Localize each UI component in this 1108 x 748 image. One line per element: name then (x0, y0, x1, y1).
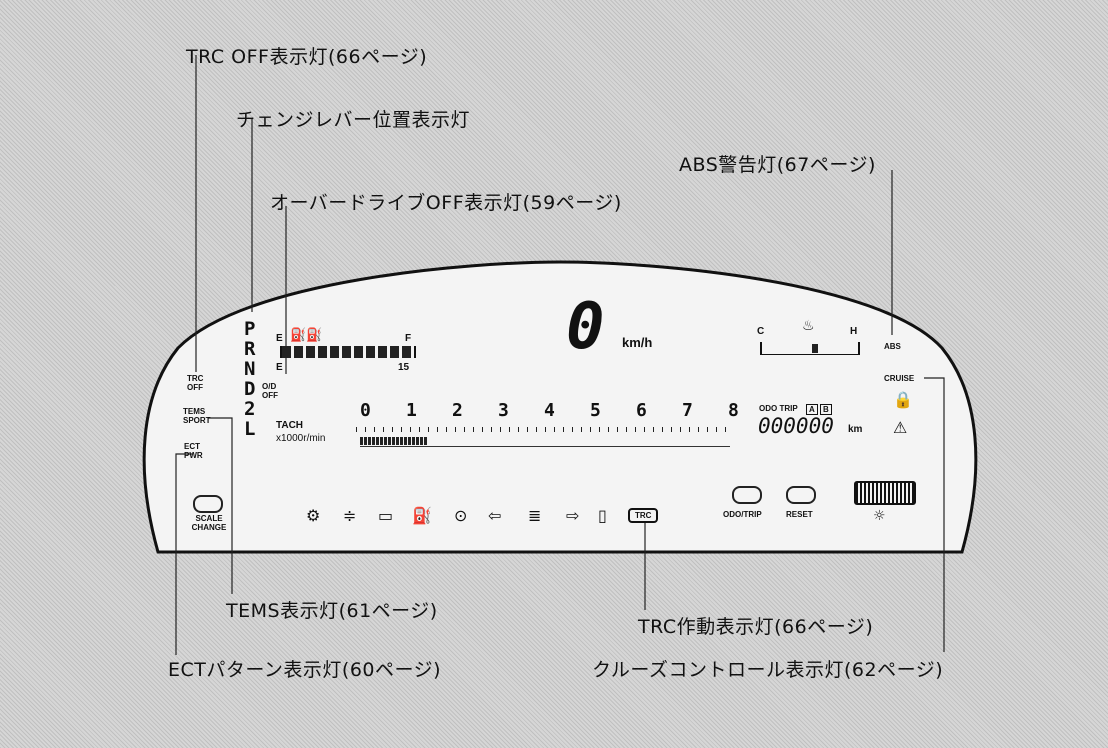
gear-r: R (244, 338, 256, 360)
callout-tems: TEMS表示灯(61ページ) (226, 600, 438, 622)
od-off-indicator: O/D OFF (262, 382, 278, 400)
temp-hot-label: H (850, 326, 858, 337)
speed-digit: 0 (566, 290, 605, 364)
scale-change-label: SCALE CHANGE (191, 514, 227, 532)
engine-check-icon: ⚙ (306, 506, 321, 525)
callout-cruise: クルーズコントロール表示灯(62ページ) (592, 659, 944, 681)
brake-icon: ⊙ (454, 506, 468, 525)
high-beam-icon: ≣ (528, 506, 542, 525)
odometer-unit: km (848, 424, 863, 435)
tach-tick-8: 8 (728, 400, 739, 421)
tems-sport-indicator: TEMS SPORT (183, 407, 211, 425)
dimmer-knob[interactable] (854, 481, 916, 505)
abs-indicator: ABS (884, 342, 901, 351)
cruise-indicator: CRUISE (884, 374, 915, 383)
reset-button[interactable] (786, 486, 816, 504)
tach-tick-2: 2 (452, 400, 463, 421)
callout-trc-active: TRC作動表示灯(66ページ) (638, 616, 874, 638)
tach-bar-graph (360, 437, 428, 445)
callout-change-lever: チェンジレバー位置表示灯 (236, 109, 471, 131)
callout-ect: ECTパターン表示灯(60ページ) (168, 659, 442, 681)
temp-bar-graph (760, 342, 860, 355)
callout-abs: ABS警告灯(67ページ) (679, 154, 876, 176)
illumination-icon: ☼ (873, 508, 886, 524)
callout-trc-off: TRC OFF表示灯(66ページ) (186, 46, 428, 68)
temp-cold-label: C (757, 326, 765, 337)
leader-cruise (924, 377, 945, 652)
trc-active-indicator: TRC (628, 508, 659, 523)
turn-right-icon: ⇨ (566, 506, 580, 525)
tach-tick-6: 6 (636, 400, 647, 421)
battery-icon: ▭ (378, 506, 394, 525)
odo-trip-button-label: ODO/TRIP (723, 510, 762, 519)
glow-plug-icon: ≑ (343, 506, 357, 525)
fuel-scale-high: 15 (398, 362, 410, 373)
turn-left-icon: ⇦ (488, 506, 502, 525)
fuel-pump-icon: ⛽ (290, 328, 307, 343)
fuel-empty-label: E (276, 333, 283, 344)
tach-tick-4: 4 (544, 400, 555, 421)
gear-p: P (244, 318, 256, 340)
gear-2: 2 (244, 398, 256, 420)
oil-pressure-icon: ⛽ (412, 506, 432, 525)
odo-trip-button[interactable] (732, 486, 762, 504)
tach-unit: x1000r/min (276, 433, 326, 444)
leader-tems (208, 417, 233, 594)
door-ajar-icon: ▯ (598, 506, 607, 525)
leader-ect (175, 453, 192, 655)
tach-minor-ticks (356, 427, 728, 432)
tach-tick-7: 7 (682, 400, 693, 421)
tach-tick-1: 1 (406, 400, 417, 421)
fuel-bar-graph (280, 346, 416, 358)
callout-od-off: オーバードライブOFF表示灯(59ページ) (270, 192, 622, 214)
seatbelt-icon: 🔒 (893, 390, 913, 409)
cluster-outline (142, 260, 978, 554)
trip-a-indicator: A (806, 404, 818, 415)
ect-pwr-indicator: ECT PWR (184, 442, 203, 460)
gear-d: D (244, 378, 256, 400)
coolant-temp-icon: ♨ (802, 318, 815, 334)
tach-tick-5: 5 (590, 400, 601, 421)
reset-button-label: RESET (786, 510, 813, 519)
trc-off-indicator: TRC OFF (187, 374, 204, 392)
fuel-pump-icon: ⛽ (306, 328, 323, 343)
gear-l: L (244, 418, 256, 440)
scale-change-button[interactable] (193, 495, 223, 513)
tach-baseline (360, 446, 730, 447)
tach-label: TACH (276, 420, 304, 431)
fuel-scale-low: E (276, 362, 283, 373)
fuel-full-label: F (405, 333, 412, 344)
gear-n: N (244, 358, 256, 380)
tach-tick-0: 0 (360, 400, 371, 421)
airbag-icon: ⚠ (893, 418, 908, 437)
odometer-value: 000000 (758, 414, 834, 438)
tach-tick-3: 3 (498, 400, 509, 421)
odo-trip-label: ODO TRIP (759, 404, 798, 413)
speed-unit: km/h (622, 335, 653, 350)
trip-b-indicator: B (820, 404, 832, 415)
